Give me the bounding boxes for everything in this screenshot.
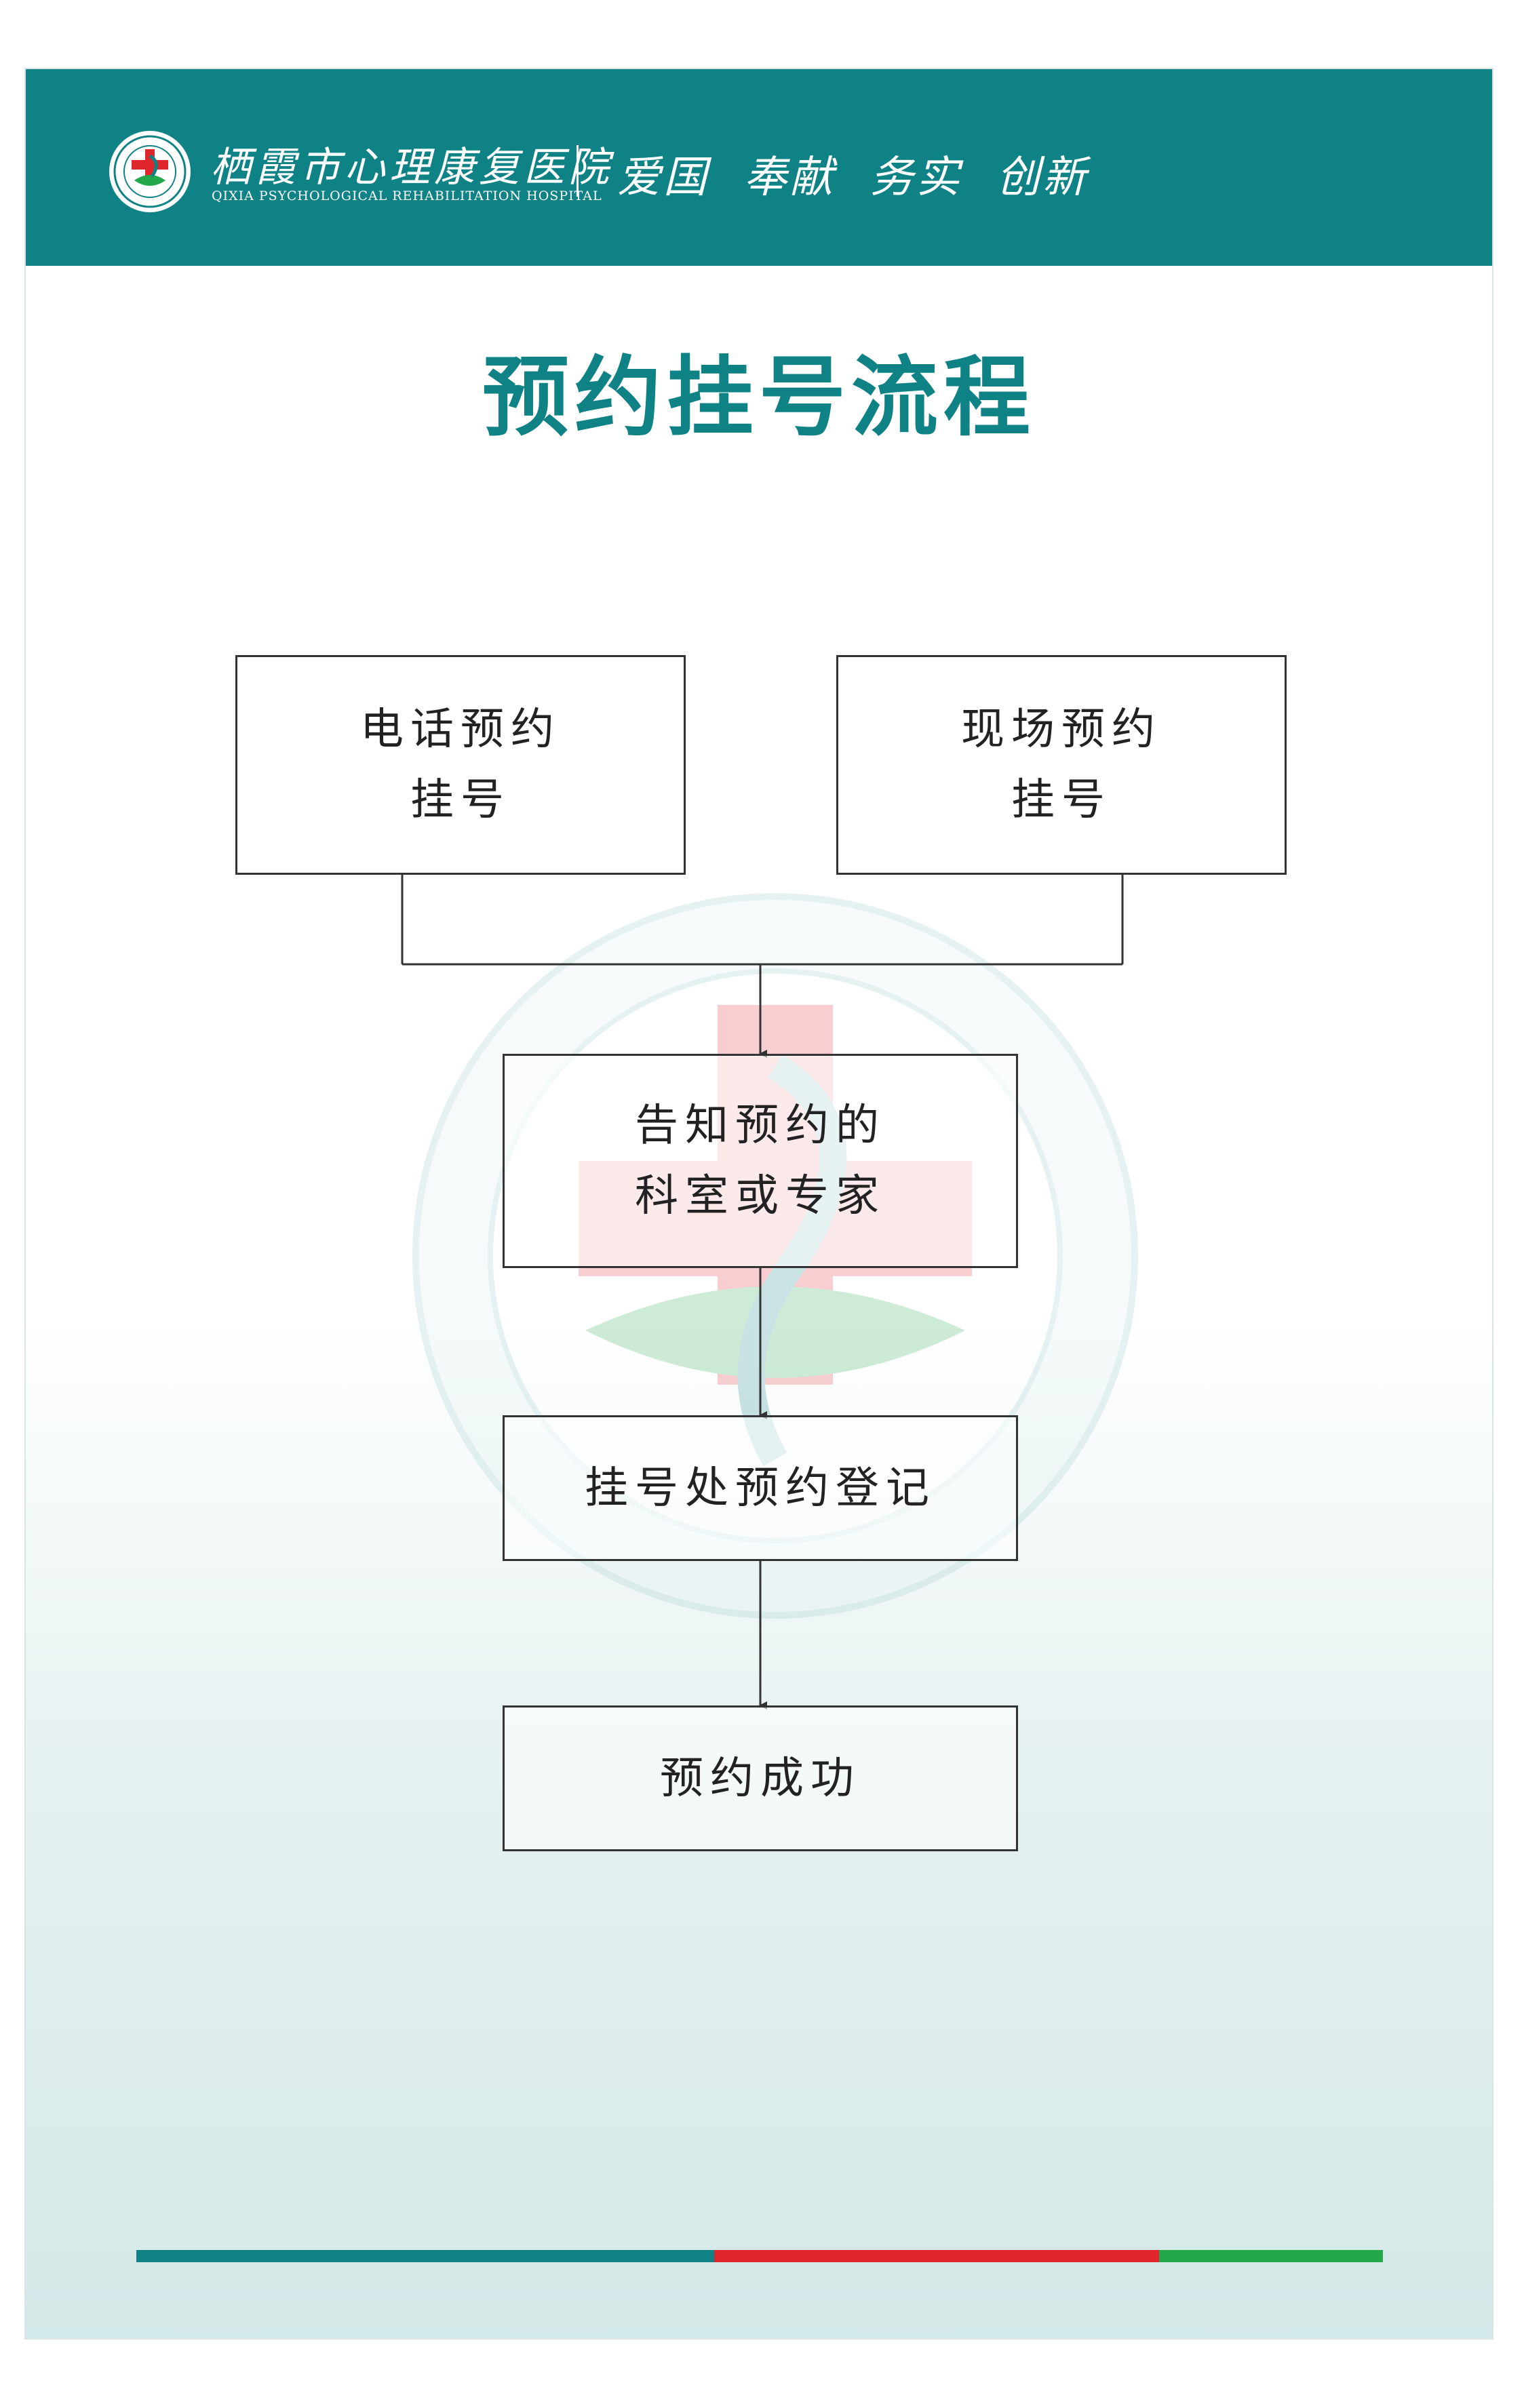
registration-process-poster: 栖霞市心理康复医院 QIXIA PSYCHOLOGICAL REHABILITA… bbox=[24, 68, 1493, 2340]
hospital-header: 栖霞市心理康复医院 QIXIA PSYCHOLOGICAL REHABILITA… bbox=[26, 69, 1492, 266]
notify-department-line1: 告知预约的 bbox=[635, 1101, 886, 1151]
registration-desk-label: 挂号处预约登记 bbox=[585, 1463, 936, 1514]
phone-booking-box: 电话预约 挂号 bbox=[235, 655, 686, 875]
phone-booking-line1: 电话预约 bbox=[360, 705, 561, 755]
onsite-booking-box: 现场预约 挂号 bbox=[836, 655, 1287, 875]
onsite-booking-line1: 现场预约 bbox=[961, 705, 1162, 755]
notify-department-line2: 科室或专家 bbox=[635, 1171, 886, 1221]
footer-stripe-green bbox=[1159, 2250, 1383, 2262]
notify-department-box: 告知预约的 科室或专家 bbox=[503, 1054, 1018, 1268]
hospital-motto: 爱国 奉献 务实 创新 bbox=[617, 153, 1089, 203]
page-title: 预约挂号流程 bbox=[482, 347, 1036, 448]
header-divider bbox=[577, 145, 579, 197]
phone-booking-line2: 挂号 bbox=[410, 775, 511, 825]
footer-stripe-teal bbox=[136, 2250, 714, 2262]
flow-connectors bbox=[401, 875, 1124, 1710]
footer-stripe-red bbox=[714, 2250, 1159, 2262]
hospital-name-en: QIXIA PSYCHOLOGICAL REHABILITATION HOSPI… bbox=[212, 189, 602, 203]
registration-desk-box: 挂号处预约登记 bbox=[503, 1415, 1018, 1561]
booking-success-label: 预约成功 bbox=[660, 1753, 861, 1804]
hospital-emblem-icon bbox=[109, 131, 191, 212]
hospital-name-cn: 栖霞市心理康复医院 bbox=[210, 144, 613, 191]
onsite-booking-line2: 挂号 bbox=[1011, 775, 1112, 825]
booking-success-box: 预约成功 bbox=[503, 1705, 1018, 1851]
